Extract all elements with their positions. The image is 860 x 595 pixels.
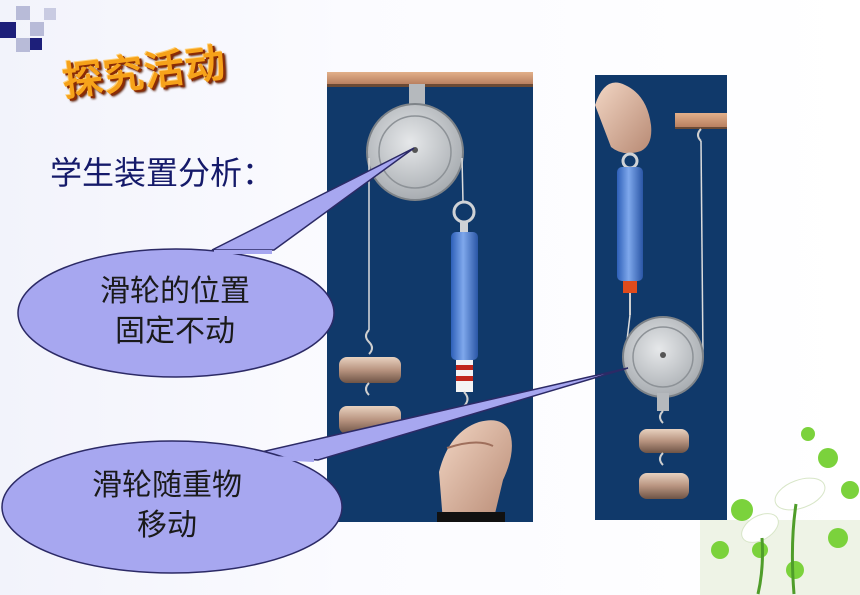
flower-decoration (700, 427, 860, 595)
corner-decoration (0, 6, 56, 52)
callout-fixed-pulley (17, 147, 415, 378)
callout-movable-line-2: 移动 (137, 508, 197, 543)
callout-fixed-line-1: 滑轮的位置 (100, 274, 250, 309)
callout-fixed-line-2: 固定不动 (115, 314, 235, 349)
callout-fixed-text: 滑轮的位置 固定不动 (60, 272, 290, 352)
slide-subtitle: 学生装置分析： (50, 154, 275, 192)
callout-movable-line-1: 滑轮随重物 (92, 468, 242, 503)
movable-pulley-photo (595, 75, 727, 520)
callout-movable-pulley (1, 367, 629, 574)
callout-movable-text: 滑轮随重物 移动 (42, 466, 292, 546)
